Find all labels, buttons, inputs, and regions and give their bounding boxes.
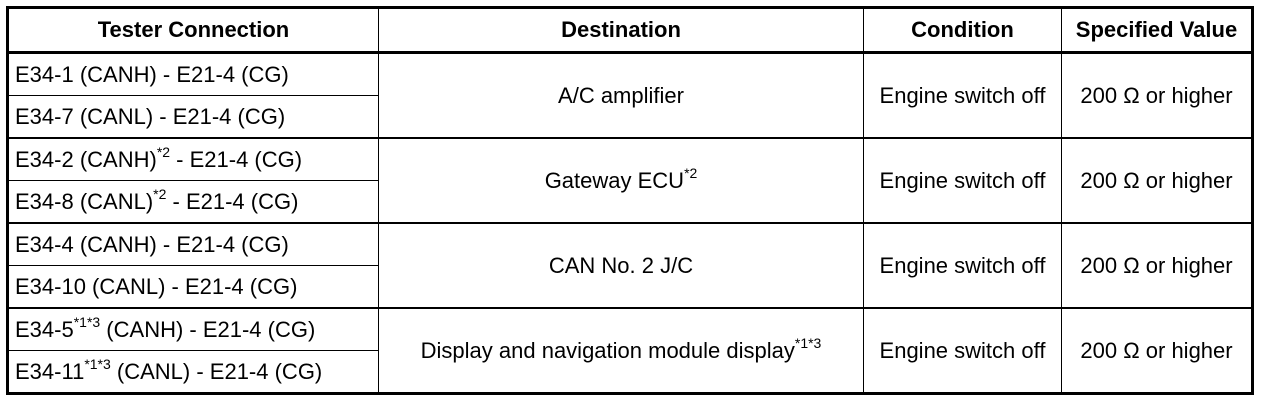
specified-value-cell: 200 Ω or higher bbox=[1061, 307, 1253, 394]
header-row: Tester Connection Destination Condition … bbox=[7, 7, 1253, 54]
condition-cell: Engine switch off bbox=[863, 137, 1062, 224]
connection-text: E34-1 (CANH) - E21-4 (CG) bbox=[15, 61, 289, 87]
destination-cell: A/C amplifier bbox=[378, 52, 864, 139]
connection-text: E34-2 (CANH) bbox=[15, 146, 157, 172]
table-row: E34-5*1*3 (CANH) - E21-4 (CG) Display an… bbox=[7, 307, 1253, 394]
destination-text: A/C amplifier bbox=[558, 82, 684, 108]
destination-cell: CAN No. 2 J/C bbox=[378, 222, 864, 309]
table-row: E34-10 (CANL) - E21-4 (CG) bbox=[7, 265, 1253, 309]
connection-text: E34-10 (CANL) - E21-4 (CG) bbox=[15, 273, 298, 299]
header-tester-connection: Tester Connection bbox=[7, 7, 379, 54]
table-row: E34-11*1*3 (CANL) - E21-4 (CG) bbox=[7, 350, 1253, 394]
specified-value-cell: 200 Ω or higher bbox=[1061, 222, 1253, 309]
connection-text: - E21-4 (CG) bbox=[166, 188, 299, 214]
tester-connection-cell: E34-7 (CANL) - E21-4 (CG) bbox=[7, 95, 379, 139]
specified-value-cell: 200 Ω or higher bbox=[1061, 52, 1253, 139]
specified-value-cell: 200 Ω or higher bbox=[1061, 137, 1253, 224]
connection-text: (CANH) - E21-4 (CG) bbox=[100, 316, 316, 342]
tester-connection-cell: E34-4 (CANH) - E21-4 (CG) bbox=[7, 222, 379, 266]
connection-text: E34-7 (CANL) - E21-4 (CG) bbox=[15, 103, 286, 129]
destination-text: Display and navigation module display bbox=[420, 337, 795, 363]
footnote-marker: *1*3 bbox=[84, 355, 111, 372]
table-row: E34-7 (CANL) - E21-4 (CG) bbox=[7, 95, 1253, 139]
tester-connection-cell: E34-2 (CANH)*2 - E21-4 (CG) bbox=[7, 137, 379, 181]
connection-text: (CANL) - E21-4 (CG) bbox=[110, 358, 323, 384]
footnote-marker: *2 bbox=[156, 143, 171, 160]
footnote-marker: *2 bbox=[684, 164, 698, 181]
tester-connection-table: Tester Connection Destination Condition … bbox=[6, 6, 1254, 395]
connection-text: E34-8 (CANL) bbox=[15, 188, 154, 214]
tester-connection-cell: E34-1 (CANH) - E21-4 (CG) bbox=[7, 52, 379, 96]
tester-connection-cell: E34-10 (CANL) - E21-4 (CG) bbox=[7, 265, 379, 309]
condition-cell: Engine switch off bbox=[863, 52, 1062, 139]
destination-text: CAN No. 2 J/C bbox=[548, 252, 694, 278]
table-row: E34-2 (CANH)*2 - E21-4 (CG) Gateway ECU*… bbox=[7, 137, 1253, 224]
destination-text: Gateway ECU bbox=[544, 167, 685, 193]
connection-text: E34-11 bbox=[15, 358, 85, 384]
condition-cell: Engine switch off bbox=[863, 307, 1062, 394]
destination-cell: Gateway ECU*2 bbox=[378, 137, 864, 224]
table-row: E34-4 (CANH) - E21-4 (CG) CAN No. 2 J/C … bbox=[7, 222, 1253, 309]
connection-text: - E21-4 (CG) bbox=[170, 146, 303, 172]
tester-connection-cell: E34-5*1*3 (CANH) - E21-4 (CG) bbox=[7, 307, 379, 351]
footnote-marker: *2 bbox=[153, 185, 167, 202]
header-destination: Destination bbox=[378, 7, 864, 54]
condition-cell: Engine switch off bbox=[863, 222, 1062, 309]
connection-text: E34-4 (CANH) - E21-4 (CG) bbox=[15, 231, 289, 257]
destination-cell: Display and navigation module display*1*… bbox=[378, 307, 864, 394]
connection-text: E34-5 bbox=[15, 316, 74, 342]
footnote-marker: *1*3 bbox=[73, 313, 101, 330]
table-row: E34-1 (CANH) - E21-4 (CG) A/C amplifier … bbox=[7, 52, 1253, 139]
spec-table-container: Tester Connection Destination Condition … bbox=[6, 6, 1254, 395]
footnote-marker: *1*3 bbox=[794, 334, 822, 351]
tester-connection-cell: E34-8 (CANL)*2 - E21-4 (CG) bbox=[7, 180, 379, 224]
table-row: E34-8 (CANL)*2 - E21-4 (CG) bbox=[7, 180, 1253, 224]
header-condition: Condition bbox=[863, 7, 1062, 54]
header-specified-value: Specified Value bbox=[1061, 7, 1253, 54]
tester-connection-cell: E34-11*1*3 (CANL) - E21-4 (CG) bbox=[7, 350, 379, 394]
